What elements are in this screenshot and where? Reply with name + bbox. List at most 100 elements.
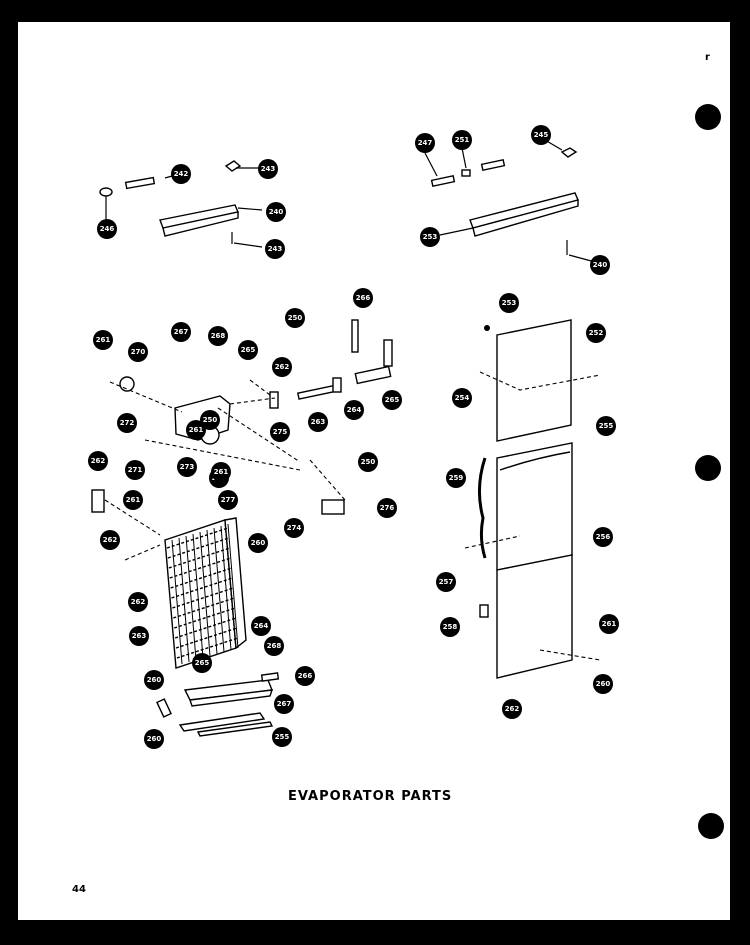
callout-276: 276 [377,498,397,518]
callout-247: 247 [415,133,435,153]
callout-bubble [446,468,466,488]
callout-274: 274 [284,518,304,538]
callout-bubble [192,653,212,673]
callout-label: 254 [455,394,470,402]
callout-250: 250 [358,452,378,472]
callout-label: 261 [602,620,617,628]
callout-bubble [452,130,472,150]
coil-fins [166,523,239,665]
callout-label: 256 [596,533,611,541]
callout-240: 240 [590,255,610,275]
callout-261: 261 [93,330,113,350]
callout-bubble [270,422,290,442]
callout-bubble [186,420,206,440]
callout-label: 262 [275,363,290,371]
callout-bubble [344,400,364,420]
callout-label: 276 [380,504,395,512]
callout-273: 273 [177,457,197,477]
callout-260: 260 [144,729,164,749]
callout-264: 264 [344,400,364,420]
callout-265: 265 [192,653,212,673]
callout-label: 271 [128,466,143,474]
callout-268: 268 [264,636,284,656]
callout-bubble [593,527,613,547]
callout-265: 265 [382,390,402,410]
callout-label: 260 [596,680,611,688]
callout-265: 265 [238,340,258,360]
callout-bubble [295,666,315,686]
callout-262: 262 [272,357,292,377]
page-number: 44 [72,884,86,895]
callout-label: 261 [214,468,229,476]
callout-label: 245 [534,131,549,139]
binder-hole-bottom [698,813,724,839]
callout-label: 240 [269,208,284,216]
callout-bubble [415,133,435,153]
callout-bubble [590,255,610,275]
callout-label: 247 [418,139,433,147]
callout-label: 268 [267,642,282,650]
callout-label: 273 [180,463,195,471]
callout-246: 246 [97,219,117,239]
callout-label: 252 [589,329,604,337]
callout-bubble [502,699,522,719]
callout-251: 251 [452,130,472,150]
callout-bubble [284,518,304,538]
callout-255: 255 [272,727,292,747]
callout-261: 261 [186,420,206,440]
callout-243: 243 [265,239,285,259]
callout-label: 250 [203,416,218,424]
callout-272: 272 [117,413,137,433]
callout-bubble [531,125,551,145]
callout-label: 250 [361,458,376,466]
callout-bubble [144,670,164,690]
callout-258: 258 [440,617,460,637]
callout-261: 261 [123,490,143,510]
callout-bubble [129,626,149,646]
callout-label: 262 [505,705,520,713]
callout-label: 240 [593,261,608,269]
callout-label: 251 [455,136,470,144]
callout-267: 267 [171,322,191,342]
callout-label: 263 [311,418,326,426]
callout-264: 264 [251,616,271,636]
callout-bubble [248,533,268,553]
callout-bubble [128,592,148,612]
callout-label: 243 [268,245,283,253]
callout-242: 242 [171,164,191,184]
callout-label: 277 [221,496,236,504]
callout-label: 255 [275,733,290,741]
binder-hole-middle [695,455,721,481]
right-shelf-bracket-group [424,139,596,263]
callout-label: 265 [195,659,210,667]
callout-270: 270 [128,342,148,362]
callout-label: 265 [385,396,400,404]
callout-label: 246 [100,225,115,233]
callout-bubble [97,219,117,239]
callout-260: 260 [248,533,268,553]
callout-label: 272 [120,419,135,427]
callout-bubble [272,357,292,377]
callout-bubble [211,462,231,482]
callout-label: 260 [147,735,162,743]
callout-262: 262 [128,592,148,612]
callout-bubble [123,490,143,510]
callout-label: 261 [96,336,111,344]
callout-bubble [251,616,271,636]
callout-bubble [128,342,148,362]
callout-label: 253 [423,233,438,241]
callout-label: 265 [241,346,256,354]
callout-240: 240 [266,202,286,222]
callout-label: 253 [502,299,517,307]
callout-262: 262 [100,530,120,550]
callout-271: 271 [125,460,145,480]
callout-255: 255 [596,416,616,436]
callout-262: 262 [502,699,522,719]
callout-267: 267 [274,694,294,714]
callout-label: 266 [356,294,371,302]
callout-bubble [93,330,113,350]
callout-250: 250 [200,410,220,430]
callout-bubble [200,410,220,430]
callout-label: 255 [599,422,614,430]
